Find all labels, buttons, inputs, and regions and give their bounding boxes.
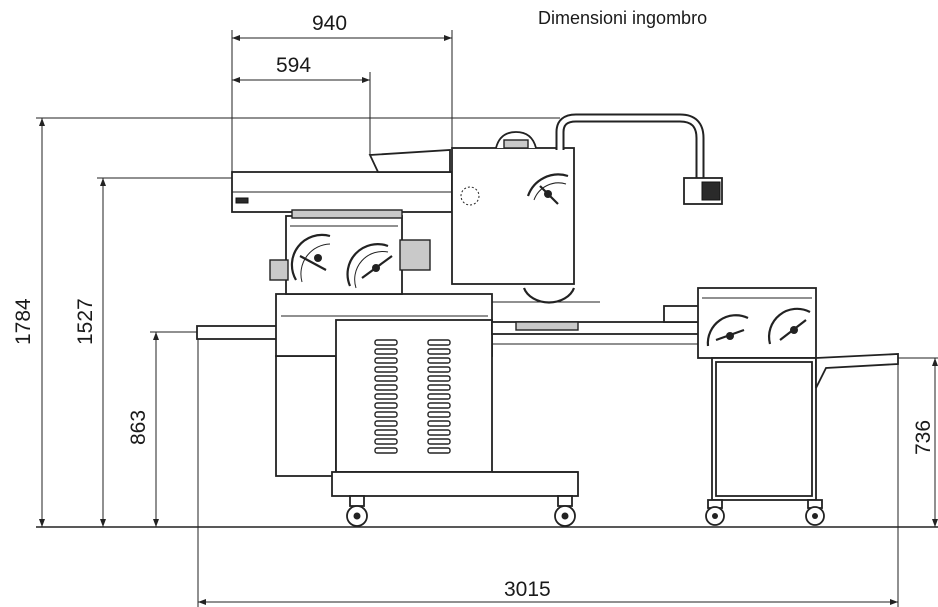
vent-slots-left [374,339,398,454]
unit-bracket [269,259,289,281]
dim-label-1784: 1784 [12,298,35,345]
beam-support [291,209,403,219]
infeed-conveyor [196,325,278,340]
roller-dial-left [290,233,331,283]
dim-total-length: 3015 [197,336,899,607]
hopper [368,149,451,173]
wheel-left [346,495,368,527]
sheeter-head [451,147,575,285]
dim-label-863: 863 [127,410,150,445]
wheel-right [554,495,576,527]
main-machine [196,113,723,527]
roller-dial-right [346,243,393,289]
drawing-title: Dimensioni ingombro [538,8,707,28]
dim-top-inner: 594 [232,54,371,155]
right-wheel-right [805,499,825,526]
beam-latch [235,197,249,204]
main-cabinet [335,319,493,473]
base-frame [331,471,579,497]
dim-top-width: 940 [231,12,453,175]
dim-label-736: 736 [912,420,935,455]
right-unit [697,287,899,526]
dim-label-594: 594 [276,54,311,77]
dim-label-940: 940 [312,12,347,35]
roller-unit [285,215,403,295]
dim-feed-height: 1527 [74,177,234,527]
side-panel [275,355,337,477]
outfeed-tray [815,353,899,389]
dim-label-3015: 3015 [504,578,551,601]
dim-right-height: 736 [890,357,938,527]
unit-clamp [399,239,431,271]
vent-slots-right [427,339,451,454]
right-wheel-left [705,499,725,526]
dim-total-height: 1784 [12,117,560,527]
right-dial-left [706,314,749,347]
dim-table-height: 863 [127,331,198,527]
flex-hose [555,113,705,180]
dim-label-1527: 1527 [74,298,97,345]
lower-roller [522,287,576,304]
right-dial-right [768,307,811,345]
head-dial [526,173,569,205]
